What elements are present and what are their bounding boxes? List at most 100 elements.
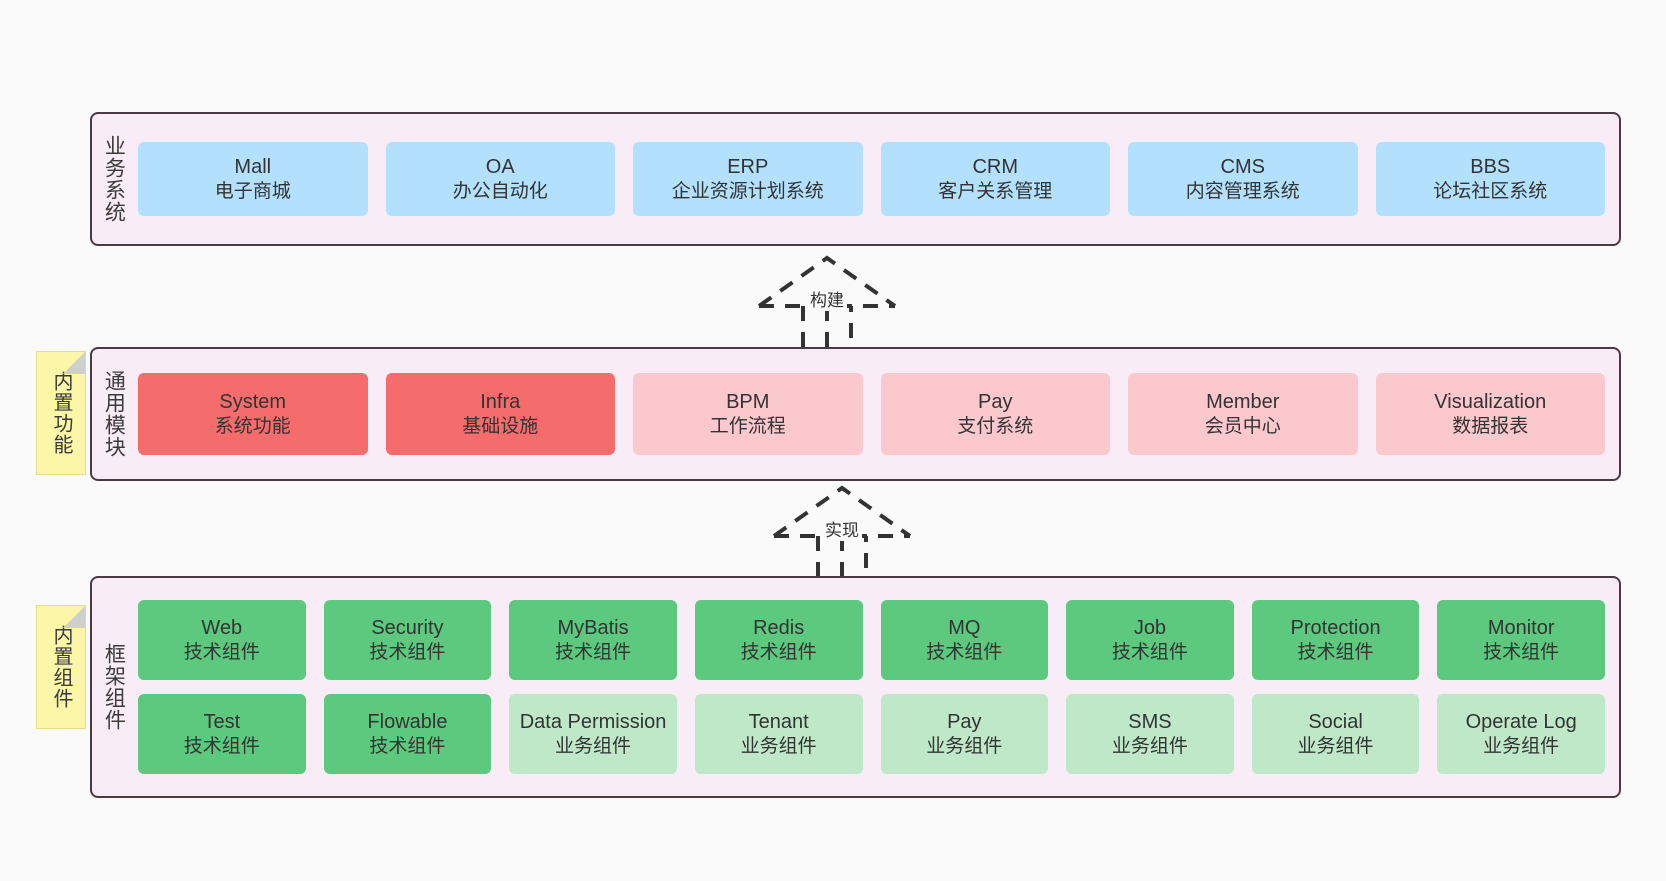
- card-title-cn: 数据报表: [1452, 415, 1529, 437]
- card-mq[interactable]: MQ 技术组件: [880, 600, 1049, 680]
- card-title-en: Protection: [1290, 616, 1381, 639]
- card-title-en: Data Permission: [519, 710, 667, 733]
- card-title-cn: 支付系统: [957, 415, 1034, 437]
- card-title-cn: 技术组件: [369, 735, 446, 757]
- connector-label-realize: 实现: [822, 516, 862, 541]
- card-mybatis[interactable]: MyBatis 技术组件: [509, 600, 677, 680]
- card-cms[interactable]: CMS 内容管理系统: [1128, 142, 1358, 216]
- card-title-cn: 技术组件: [1111, 641, 1188, 663]
- card-title-en: Pay: [978, 390, 1013, 413]
- card-monitor[interactable]: Monitor 技术组件: [1437, 600, 1605, 680]
- card-title-cn: 业务组件: [740, 735, 817, 757]
- card-bbs[interactable]: BBS 论坛社区系统: [1375, 142, 1605, 216]
- row: Test 技术组件 Flowable 技术组件 Data Permission …: [138, 694, 1605, 774]
- sticky-note-label: 内置组件: [50, 625, 72, 709]
- card-redis[interactable]: Redis 技术组件: [694, 600, 863, 680]
- card-bpm[interactable]: BPM 工作流程: [633, 373, 863, 455]
- card-title-en: Operate Log: [1465, 710, 1577, 733]
- card-title-en: Redis: [753, 616, 805, 639]
- card-title-cn: 技术组件: [740, 641, 817, 663]
- card-title-cn: 客户关系管理: [938, 180, 1053, 202]
- card-title-cn: 业务组件: [1483, 735, 1560, 757]
- card-title-en: Member: [1206, 390, 1280, 413]
- card-title-en: BPM: [726, 390, 770, 413]
- card-social[interactable]: Social 业务组件: [1251, 694, 1420, 774]
- card-title-cn: 企业资源计划系统: [671, 180, 824, 202]
- layer-business-system: 业务系统 Mall 电子商城 OA 办公自动化 ERP 企业资源计划系统 CRM…: [90, 112, 1621, 246]
- card-protection[interactable]: Protection 技术组件: [1251, 600, 1420, 680]
- generalization-arrowhead-icon: [772, 485, 912, 538]
- connector-label-build: 构建: [807, 286, 847, 311]
- card-title-en: OA: [485, 155, 515, 178]
- card-sms[interactable]: SMS 业务组件: [1066, 694, 1234, 774]
- layer-label-common-module: 通用模块: [102, 370, 126, 458]
- card-pay-business[interactable]: Pay 业务组件: [880, 694, 1049, 774]
- card-visualization[interactable]: Visualization 数据报表: [1375, 373, 1605, 455]
- card-title-en: Visualization: [1434, 390, 1547, 413]
- card-title-en: Web: [201, 616, 243, 639]
- card-erp[interactable]: ERP 企业资源计划系统: [633, 142, 863, 216]
- card-title-en: Test: [203, 710, 241, 733]
- card-title-en: SMS: [1128, 710, 1172, 733]
- row: Mall 电子商城 OA 办公自动化 ERP 企业资源计划系统 CRM 客户关系…: [138, 142, 1605, 216]
- card-member[interactable]: Member 会员中心: [1128, 373, 1358, 455]
- card-test[interactable]: Test 技术组件: [138, 694, 306, 774]
- card-title-cn: 论坛社区系统: [1433, 180, 1548, 202]
- layer-label-business-system: 业务系统: [102, 135, 126, 223]
- card-flowable[interactable]: Flowable 技术组件: [323, 694, 492, 774]
- card-title-cn: 电子商城: [214, 180, 291, 202]
- row: Web 技术组件 Security 技术组件 MyBatis 技术组件 Redi…: [138, 600, 1605, 680]
- connector-build: 构建: [737, 250, 917, 354]
- card-title-cn: 技术组件: [183, 735, 260, 757]
- card-title-cn: 技术组件: [183, 641, 260, 663]
- card-title-en: CRM: [972, 155, 1019, 178]
- layer-body-business-system: Mall 电子商城 OA 办公自动化 ERP 企业资源计划系统 CRM 客户关系…: [134, 114, 1619, 244]
- card-system[interactable]: System 系统功能: [138, 373, 368, 455]
- sticky-note-builtin-component: 内置组件: [36, 605, 86, 729]
- card-tenant[interactable]: Tenant 业务组件: [694, 694, 863, 774]
- card-operate-log[interactable]: Operate Log 业务组件: [1437, 694, 1605, 774]
- card-title-cn: 工作流程: [709, 415, 786, 437]
- card-title-cn: 会员中心: [1204, 415, 1281, 437]
- generalization-arrowhead-icon: [757, 255, 897, 308]
- card-title-en: ERP: [727, 155, 769, 178]
- card-title-en: Pay: [947, 710, 982, 733]
- card-title-en: Job: [1133, 616, 1167, 639]
- card-title-en: Infra: [480, 390, 521, 413]
- card-oa[interactable]: OA 办公自动化: [385, 142, 615, 216]
- card-title-cn: 技术组件: [369, 641, 446, 663]
- card-title-en: Social: [1308, 710, 1363, 733]
- card-title-en: System: [219, 390, 287, 413]
- card-title-en: Security: [371, 616, 444, 639]
- layer-body-common-module: System 系统功能 Infra 基础设施 BPM 工作流程 Pay 支付系统…: [134, 349, 1619, 479]
- card-title-en: MQ: [948, 616, 981, 639]
- card-pay[interactable]: Pay 支付系统: [880, 373, 1110, 455]
- card-title-cn: 技术组件: [1483, 641, 1560, 663]
- card-security[interactable]: Security 技术组件: [323, 600, 492, 680]
- sticky-note-builtin-function: 内置功能: [36, 351, 86, 475]
- card-title-cn: 业务组件: [1297, 735, 1374, 757]
- card-title-en: Flowable: [367, 710, 448, 733]
- layer-common-module: 通用模块 System 系统功能 Infra 基础设施 BPM 工作流程 Pay…: [90, 347, 1621, 481]
- sticky-note-label: 内置功能: [50, 371, 72, 455]
- card-mall[interactable]: Mall 电子商城: [138, 142, 368, 216]
- card-title-cn: 基础设施: [462, 415, 539, 437]
- card-title-en: Mall: [234, 155, 272, 178]
- connector-realize: 实现: [752, 480, 932, 584]
- card-title-cn: 技术组件: [555, 641, 632, 663]
- card-title-en: Tenant: [748, 710, 809, 733]
- card-title-cn: 内容管理系统: [1185, 180, 1300, 202]
- card-web[interactable]: Web 技术组件: [138, 600, 306, 680]
- card-job[interactable]: Job 技术组件: [1066, 600, 1234, 680]
- card-title-cn: 技术组件: [926, 641, 1003, 663]
- layer-label-framework-component: 框架组件: [102, 643, 126, 731]
- card-title-en: MyBatis: [557, 616, 629, 639]
- card-title-cn: 业务组件: [1111, 735, 1188, 757]
- card-crm[interactable]: CRM 客户关系管理: [880, 142, 1110, 216]
- card-title-cn: 业务组件: [926, 735, 1003, 757]
- card-title-en: BBS: [1470, 155, 1511, 178]
- card-data-permission[interactable]: Data Permission 业务组件: [509, 694, 677, 774]
- card-title-cn: 技术组件: [1297, 641, 1374, 663]
- card-infra[interactable]: Infra 基础设施: [385, 373, 615, 455]
- layer-body-framework-component: Web 技术组件 Security 技术组件 MyBatis 技术组件 Redi…: [134, 578, 1619, 796]
